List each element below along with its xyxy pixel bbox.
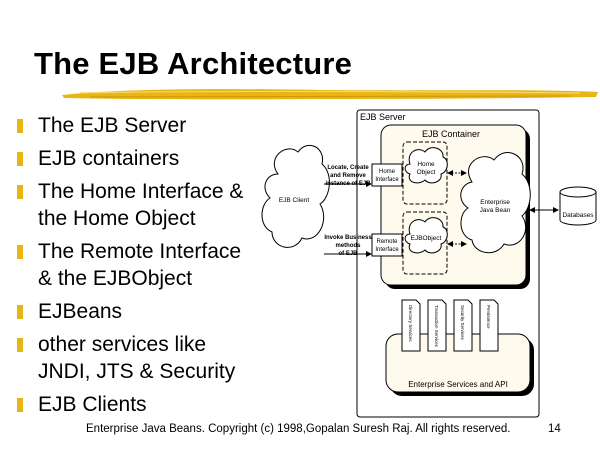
service-page-label-persistence: Persistence <box>486 305 491 329</box>
bullet-text: The Remote Interface <box>38 240 242 263</box>
bullet-mark-icon <box>17 119 23 133</box>
bullet-item: The Home Interface & the Home Object <box>14 178 243 232</box>
remote-interface-label-1: Remote <box>376 239 398 245</box>
ejbobject-label: EJBObject <box>411 235 442 242</box>
locate-label-2: and Remove <box>330 173 366 179</box>
home-interface-label-1: Home <box>379 169 396 175</box>
bullet-mark-icon <box>17 245 23 259</box>
bullet-item: The Remote Interface & the EJBObject <box>14 238 243 292</box>
bullet-text: EJB containers <box>38 147 180 170</box>
bullet-text: EJBeans <box>38 300 123 323</box>
service-page-persistence: Persistence <box>479 299 499 352</box>
service-page-transaction: Transaction Services <box>427 299 447 352</box>
home-interface-box <box>371 163 403 187</box>
page-number: 14 <box>548 423 561 435</box>
bullet-mark-icon <box>17 305 23 319</box>
bullet-item: EJB Clients <box>14 391 243 418</box>
invoke-label-2: methods <box>335 243 361 249</box>
services-label: Enterprise Services and API <box>408 380 508 389</box>
enterprise-bean-label-2: Java Bean <box>480 207 511 214</box>
remote-interface-box <box>371 233 403 257</box>
bullet-mark-icon <box>17 152 23 166</box>
bullet-text: & the EJBObject <box>38 267 193 290</box>
ejb-server-label: EJB Server <box>360 112 406 122</box>
bullet-text: the Home Object <box>38 207 196 230</box>
bullet-text: The EJB Server <box>38 114 187 137</box>
bullet-text: JNDI, JTS & Security <box>38 360 236 383</box>
ejb-client-cloud <box>261 144 330 248</box>
home-object-label-2: Object <box>417 169 436 176</box>
bullet-item: EJBeans <box>14 298 243 325</box>
locate-label-1: Locate, Create <box>327 165 369 171</box>
service-page-directory: Directory Services <box>401 299 421 352</box>
bullet-mark-icon <box>17 185 23 199</box>
service-page-label-transaction: Transaction Services <box>434 305 439 348</box>
service-page-label-directory: Directory Services <box>408 305 413 342</box>
bullet-text: The Home Interface & <box>38 180 244 203</box>
database-label: Databases <box>562 212 594 219</box>
database-icon <box>559 186 597 226</box>
ejb-container-label: EJB Container <box>422 129 480 139</box>
bullet-item: The EJB Server <box>14 112 243 139</box>
footer-copyright: Enterprise Java Beans. Copyright (c) 199… <box>86 423 511 435</box>
home-object-cloud <box>404 147 448 184</box>
ejb-architecture-diagram: EJB Server EJB Container Home Object EJB… <box>261 109 597 418</box>
bullet-item: EJB containers <box>14 145 243 172</box>
slide-title: The EJB Architecture <box>34 46 353 81</box>
service-page-label-security: Security Services <box>460 305 465 341</box>
enterprise-bean-label-1: Enterprise <box>480 199 510 206</box>
home-interface-label-2: Interface <box>375 177 399 183</box>
enterprise-bean-cloud <box>460 152 531 254</box>
bullet-mark-icon <box>17 338 23 352</box>
bullet-text: other services like <box>38 333 207 356</box>
invoke-label-1: Invoke Business <box>324 235 372 241</box>
bullet-text: EJB Clients <box>38 393 147 416</box>
home-object-label-1: Home <box>417 161 435 168</box>
title-underline-brush <box>62 89 598 100</box>
remote-interface-label-2: Interface <box>375 247 399 253</box>
bullet-mark-icon <box>17 398 23 412</box>
service-page-security: Security Services <box>453 299 473 352</box>
ejbobject-cloud <box>404 217 448 254</box>
ejb-client-label: EJB Client <box>279 197 310 204</box>
